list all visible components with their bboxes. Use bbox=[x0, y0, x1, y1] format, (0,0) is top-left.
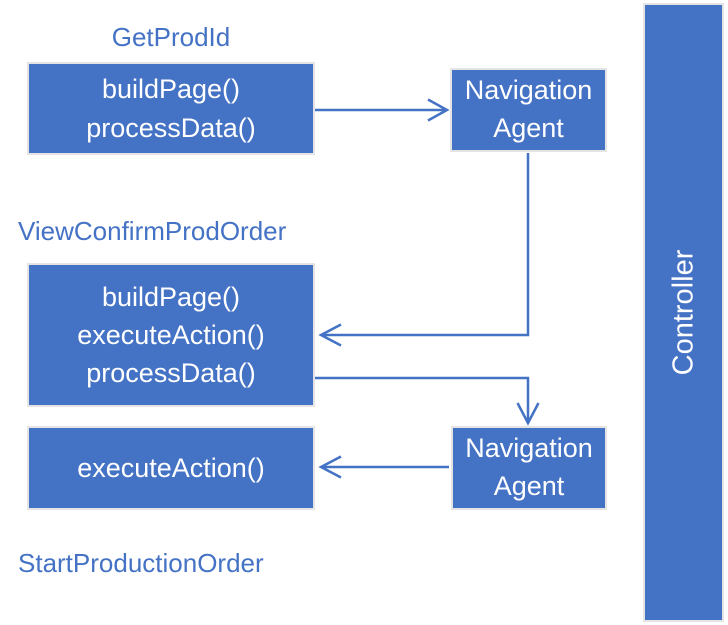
label-start-production-order: StartProductionOrder bbox=[18, 548, 264, 578]
arrowhead-right-icon bbox=[427, 98, 450, 122]
method-build-page: buildPage() bbox=[101, 74, 241, 105]
method-build-page: buildPage() bbox=[101, 281, 241, 312]
get-prod-id-methods-box: buildPage() processData() bbox=[27, 62, 315, 155]
method-execute-action: executeAction() bbox=[77, 319, 265, 350]
view-confirm-methods-box: buildPage() executeAction() processData(… bbox=[27, 263, 315, 407]
navigation-agent-box-bottom: Navigation Agent bbox=[451, 426, 607, 510]
start-production-methods-box: executeAction() bbox=[27, 426, 315, 510]
label-view-confirm-prod-order: ViewConfirmProdOrder bbox=[18, 216, 287, 246]
method-process-data: processData() bbox=[86, 112, 256, 143]
controller-label: Controller bbox=[667, 249, 699, 376]
method-execute-action: executeAction() bbox=[77, 452, 265, 483]
arrowhead-down-icon bbox=[516, 402, 540, 426]
label-get-prod-id: GetProdId bbox=[111, 22, 231, 52]
method-process-data: processData() bbox=[86, 358, 256, 389]
arrowhead-left-icon bbox=[318, 455, 342, 479]
navigation-agent-label: Navigation Agent bbox=[464, 75, 593, 143]
navigation-agent-label: Navigation Agent bbox=[465, 433, 593, 501]
controller-bar: Controller bbox=[643, 3, 724, 622]
connector-agent-to-viewconfirm bbox=[322, 153, 530, 337]
connector-viewconfirm-to-agent bbox=[315, 376, 530, 421]
arrowhead-left-icon bbox=[318, 323, 342, 347]
navigation-agent-box-top: Navigation Agent bbox=[450, 68, 607, 152]
